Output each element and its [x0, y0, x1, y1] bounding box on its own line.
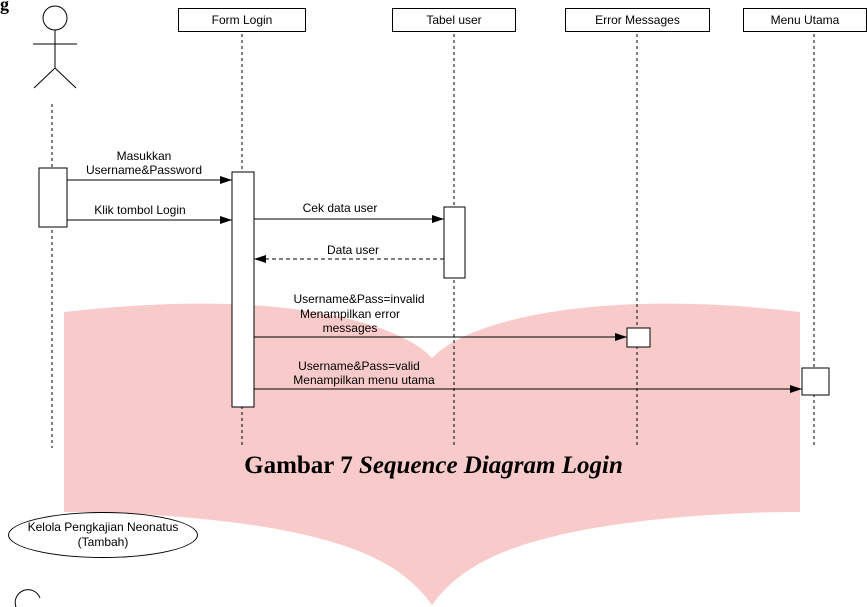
- message-label-2: Klik tombol Login: [94, 203, 185, 217]
- partial-actor-head-icon: [14, 589, 41, 607]
- caption-prefix: Gambar 7: [244, 452, 359, 479]
- message-label-6a: Username&Pass=valid: [298, 359, 420, 373]
- message-label-4: Data user: [327, 243, 379, 257]
- message-label-5c: messages: [323, 321, 378, 335]
- usecase-line-2: (Tambah): [77, 535, 129, 549]
- lifeline-form-login-label: Form Login: [211, 13, 273, 27]
- usecase-line-1: Kelola Pengkajian Neonatus: [27, 520, 179, 534]
- usecase-ellipse: Kelola Pengkajian Neonatus (Tambah): [8, 512, 198, 558]
- lifeline-error-messages: Error Messages: [565, 8, 710, 32]
- message-label-3: Cek data user: [303, 201, 378, 215]
- actor-activation: [38, 167, 68, 228]
- lifeline-form-login: Form Login: [178, 8, 306, 32]
- message-label-1a: Masukkan: [117, 149, 172, 163]
- page-fragment-text: g: [0, 0, 9, 14]
- lifeline-menu-utama-label: Menu Utama: [770, 13, 840, 27]
- lifeline-tabel-user-label: Tabel user: [426, 13, 482, 27]
- message-label-5b: Menampilkan error: [300, 307, 400, 321]
- lifeline-error-messages-label: Error Messages: [595, 13, 680, 27]
- actor-figure-icon: [33, 5, 77, 89]
- tabel-user-activation: [443, 206, 466, 279]
- message-label-1b: Username&Password: [86, 163, 202, 177]
- form-login-activation: [231, 171, 255, 408]
- figure-caption: Gambar 7 Sequence Diagram Login: [0, 452, 867, 480]
- lifeline-menu-utama: Menu Utama: [743, 8, 867, 32]
- menu-utama-activation: [801, 367, 830, 396]
- error-messages-activation: [626, 327, 651, 348]
- message-label-5a: Username&Pass=invalid: [293, 292, 424, 306]
- message-label-6b: Menampilkan menu utama: [293, 373, 435, 387]
- lifeline-tabel-user: Tabel user: [392, 8, 516, 32]
- caption-italic: Sequence Diagram Login: [358, 452, 623, 479]
